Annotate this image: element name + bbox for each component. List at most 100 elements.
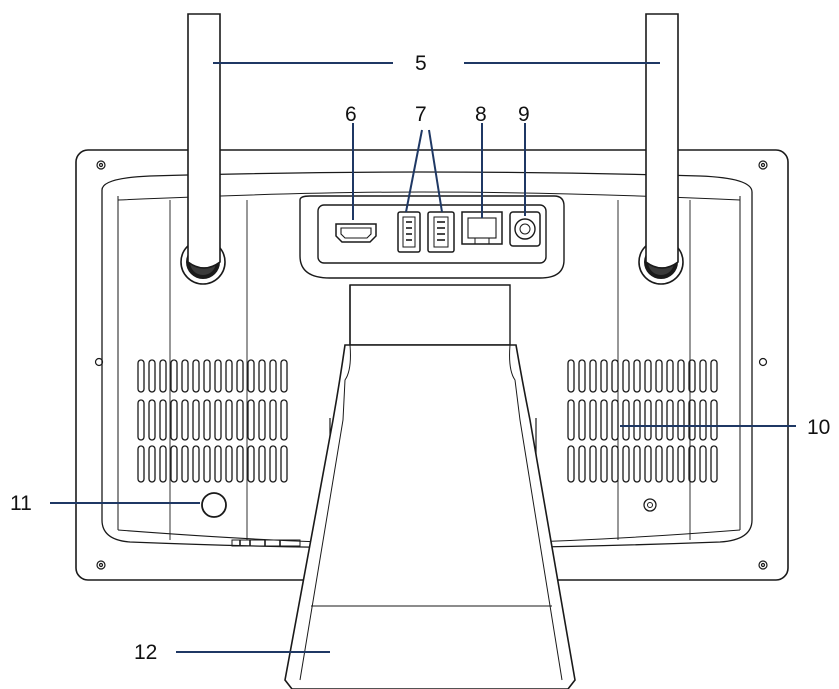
vent-slot <box>170 445 178 483</box>
vent-slot <box>280 399 288 441</box>
vent-slot <box>589 445 597 483</box>
vent-slot <box>181 399 189 441</box>
vent-slot <box>677 445 685 483</box>
vent-slot <box>699 445 707 483</box>
vent-slot <box>258 359 266 393</box>
callout-9: 9 <box>518 103 530 126</box>
vent-slot <box>710 399 718 441</box>
vent-slot <box>600 445 608 483</box>
vent-slot <box>677 399 685 441</box>
vent-slot <box>699 359 707 393</box>
vent-slot <box>699 399 707 441</box>
vent-slot <box>225 399 233 441</box>
vent-slot <box>203 359 211 393</box>
vent-slot <box>247 359 255 393</box>
vent-slot <box>578 359 586 393</box>
vent-slot <box>644 399 652 441</box>
vent-slot <box>269 359 277 393</box>
hdmi-port <box>335 223 377 243</box>
vent-slot <box>148 445 156 483</box>
vent-slot <box>181 359 189 393</box>
vent-slot <box>666 399 674 441</box>
device-body <box>75 13 789 689</box>
vent-slot <box>280 445 288 483</box>
vent-slot <box>622 445 630 483</box>
vent-slot <box>214 359 222 393</box>
vent-slot <box>710 359 718 393</box>
vent-slot <box>666 445 674 483</box>
vent-slot <box>578 445 586 483</box>
vent-slot <box>622 359 630 393</box>
vent-slot <box>622 399 630 441</box>
usb-port-1 <box>397 211 421 253</box>
callout-10: 10 <box>807 416 830 439</box>
antenna-left <box>187 13 221 269</box>
vent-slot <box>148 359 156 393</box>
vent-slot <box>192 445 200 483</box>
vent-slot <box>137 399 145 441</box>
vent-slot <box>567 359 575 393</box>
vent-slot <box>567 445 575 483</box>
vent-slot <box>214 445 222 483</box>
vent-slot <box>655 445 663 483</box>
vent-slot <box>644 445 652 483</box>
vent-slot <box>269 399 277 441</box>
vent-slot <box>633 359 641 393</box>
vent-slot <box>159 399 167 441</box>
callout-12: 12 <box>134 641 157 664</box>
vent-slot <box>236 359 244 393</box>
vent-slot <box>655 359 663 393</box>
callout-7: 7 <box>415 103 427 126</box>
callout-labels: 5 6 7 8 9 10 11 12 <box>10 52 830 664</box>
vent-slot <box>236 445 244 483</box>
vent-slot <box>225 359 233 393</box>
callout-11: 11 <box>10 492 32 515</box>
vent-slot <box>269 445 277 483</box>
vent-grille-left <box>137 359 288 483</box>
stand-leg <box>284 344 576 689</box>
vent-slot <box>137 445 145 483</box>
vent-slot <box>644 359 652 393</box>
vent-slot <box>247 445 255 483</box>
io-panel <box>317 204 547 264</box>
vent-slot <box>611 445 619 483</box>
callout-6: 6 <box>345 103 357 126</box>
vent-slot <box>633 399 641 441</box>
side-button <box>201 492 227 518</box>
vent-slot <box>677 359 685 393</box>
vent-slot <box>567 399 575 441</box>
vent-slot <box>181 445 189 483</box>
vent-slot <box>688 445 696 483</box>
corner-screws <box>94 160 768 570</box>
vent-slot <box>600 399 608 441</box>
vent-slot <box>280 359 288 393</box>
vent-slot <box>688 359 696 393</box>
vent-slot <box>170 359 178 393</box>
vent-slot <box>611 359 619 393</box>
vent-slot <box>203 445 211 483</box>
vent-slot <box>247 399 255 441</box>
vent-slot <box>611 399 619 441</box>
leader-lines <box>50 62 796 653</box>
callout-8: 8 <box>475 103 487 126</box>
vent-slot <box>225 445 233 483</box>
vent-grille-right <box>567 359 718 483</box>
vent-slot <box>600 359 608 393</box>
vent-slot <box>258 399 266 441</box>
vent-slot <box>192 399 200 441</box>
vent-slot <box>192 359 200 393</box>
vent-slot <box>170 399 178 441</box>
vent-slot <box>159 445 167 483</box>
vent-slot <box>578 399 586 441</box>
vent-slot <box>633 445 641 483</box>
vent-slot <box>137 359 145 393</box>
vent-slot <box>214 399 222 441</box>
vent-slot <box>655 399 663 441</box>
vent-slot <box>589 399 597 441</box>
vent-slot <box>589 359 597 393</box>
antenna-right <box>645 13 679 269</box>
vent-slot <box>203 399 211 441</box>
vent-slot <box>159 359 167 393</box>
vent-slot <box>148 399 156 441</box>
vent-slot <box>258 445 266 483</box>
